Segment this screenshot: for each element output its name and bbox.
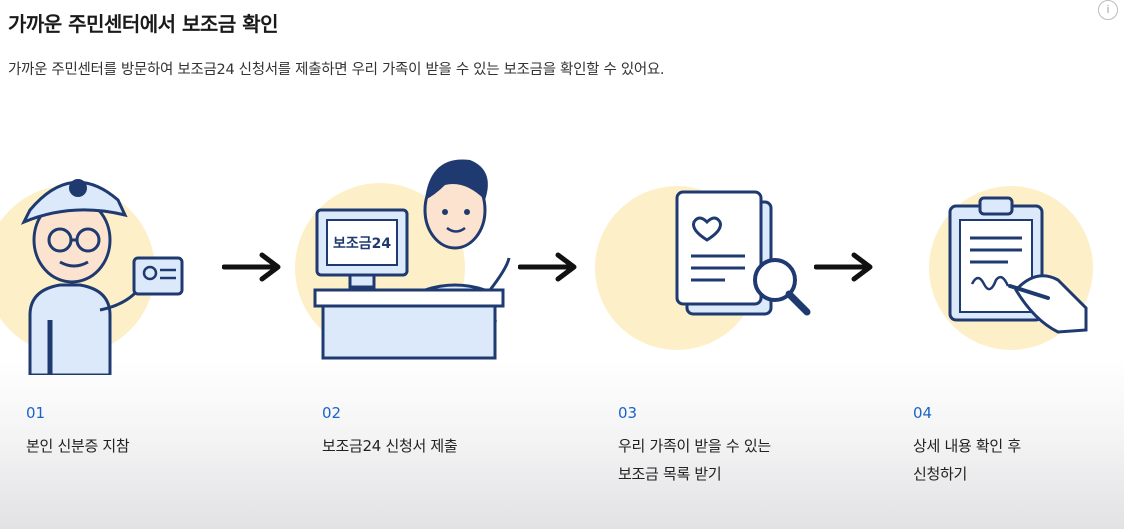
step-4-number: 04 xyxy=(913,404,933,422)
step-2-number: 02 xyxy=(322,404,342,422)
elderly-man-id-card-illustration xyxy=(0,179,184,375)
page-title: 가까운 주민센터에서 보조금 확인 xyxy=(8,12,279,36)
clipboard-signing-illustration xyxy=(929,186,1093,350)
clerk-desk-monitor-illustration: 보조금24 xyxy=(295,159,511,360)
document-magnifier-illustration xyxy=(595,186,811,350)
arrow-right-icon xyxy=(814,252,873,282)
arrow-right-icon xyxy=(222,252,281,282)
page-subtitle: 가까운 주민센터를 방문하여 보조금24 신청서를 제출하면 우리 가족이 받을… xyxy=(8,62,665,78)
step-1-number: 01 xyxy=(26,404,46,422)
step-3-line-2: 보조금 목록 받기 xyxy=(618,465,722,483)
info-icon[interactable]: i xyxy=(1098,0,1118,20)
step-3-line-1: 우리 가족이 받을 수 있는 xyxy=(618,437,771,455)
monitor-label: 보조금24 xyxy=(333,236,391,252)
step-2-text: 보조금24 신청서 제출 xyxy=(322,432,458,460)
arrow-right-icon xyxy=(518,252,577,282)
step-3-number: 03 xyxy=(618,404,638,422)
step-3-text: 우리 가족이 받을 수 있는 보조금 목록 받기 xyxy=(618,432,771,488)
step-4-line-1: 상세 내용 확인 후 xyxy=(913,437,1021,455)
step-1-line-1: 본인 신분증 지참 xyxy=(26,437,130,455)
bottom-gradient xyxy=(0,360,1124,529)
step-2-line-1: 보조금24 신청서 제출 xyxy=(322,437,458,455)
step-4-text: 상세 내용 확인 후 신청하기 xyxy=(913,432,1021,488)
step-4-line-2: 신청하기 xyxy=(913,465,968,483)
step-1-text: 본인 신분증 지참 xyxy=(26,432,130,460)
